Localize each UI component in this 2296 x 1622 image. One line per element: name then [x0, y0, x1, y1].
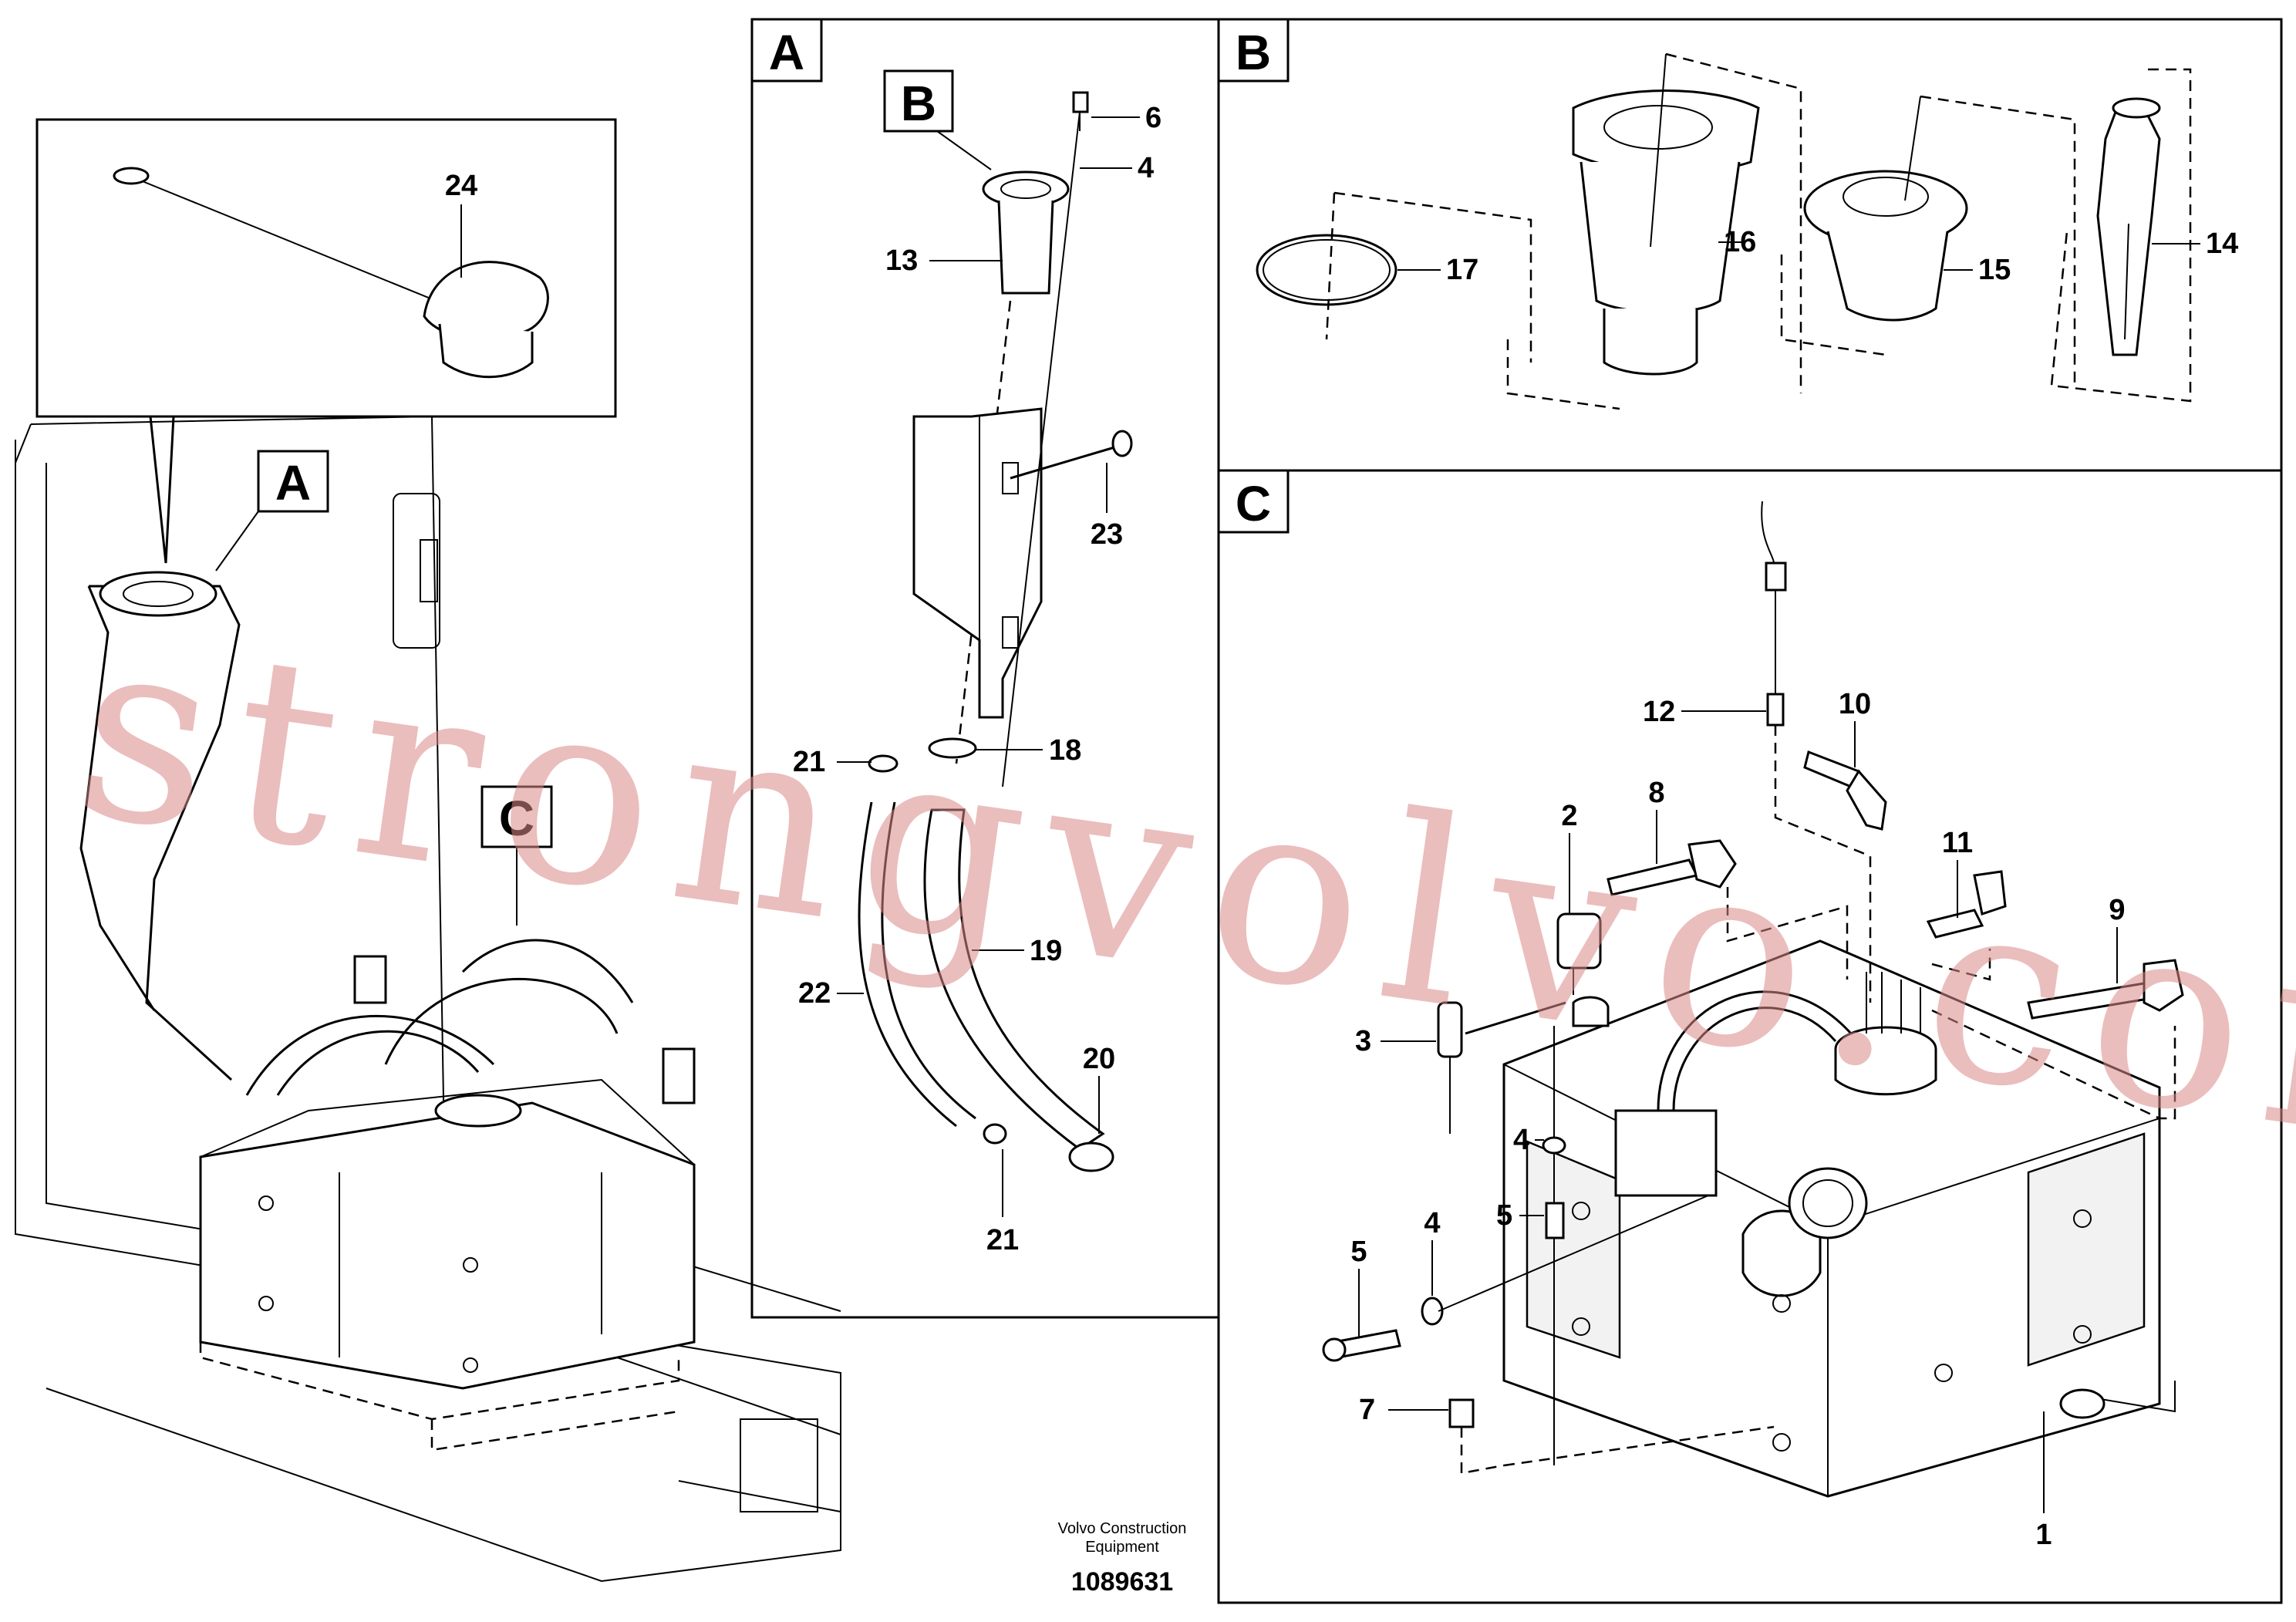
- panel-a: A B 6 4 13 23: [750, 18, 1220, 1319]
- footer-company-line1: Volvo Construction: [1058, 1520, 1187, 1537]
- callout-8: 8: [1648, 777, 1664, 809]
- callout-17: 17: [1446, 254, 1478, 286]
- callout-7: 7: [1359, 1394, 1375, 1426]
- detail-a-tag-b-box: [883, 69, 954, 133]
- callout-22: 22: [798, 977, 831, 1010]
- callout-4-a: 4: [1138, 152, 1154, 184]
- callout-21-top: 21: [793, 746, 825, 778]
- panel-c: C: [1217, 469, 2283, 1604]
- panel-c-frame: [1217, 469, 2283, 1604]
- callout-18: 18: [1049, 734, 1081, 767]
- callout-13: 13: [885, 244, 918, 277]
- panel-b-tag: B: [1236, 25, 1271, 80]
- overview-view: A C 24: [15, 118, 841, 1583]
- callout-10: 10: [1839, 688, 1871, 720]
- callout-24: 24: [445, 170, 477, 202]
- detail-a-tag-b: B: [901, 76, 936, 131]
- panel-c-tag: C: [1236, 476, 1271, 531]
- callout-14: 14: [2206, 228, 2238, 260]
- callout-19: 19: [1030, 935, 1062, 967]
- callout-1: 1: [2035, 1519, 2052, 1551]
- callout-2: 2: [1561, 800, 1577, 832]
- callout-21-bottom: 21: [986, 1224, 1019, 1256]
- callout-4-c-lower: 4: [1424, 1207, 1440, 1239]
- overview-tag-c-box: [480, 785, 553, 848]
- callout-11: 11: [1942, 827, 1973, 859]
- overview-tag-a-box: [257, 450, 329, 513]
- callout-23: 23: [1091, 518, 1123, 551]
- footer: Volvo Construction Equipment 1089631: [1058, 1520, 1187, 1597]
- overview-tag-a: A: [275, 455, 311, 511]
- watermark: strongvolvo.com: [62, 577, 2296, 1214]
- callout-9: 9: [2109, 894, 2125, 926]
- panel-b: B 17 16 15 14: [1217, 18, 2283, 472]
- panel-a-tag: A: [769, 25, 804, 80]
- callout-3: 3: [1355, 1025, 1371, 1057]
- callout-15: 15: [1978, 254, 2011, 286]
- callout-4-c-upper: 4: [1513, 1124, 1529, 1156]
- callout-12: 12: [1643, 696, 1675, 728]
- inset-box: [35, 118, 617, 418]
- drawing-number: 1089631: [1071, 1567, 1173, 1597]
- callout-20: 20: [1083, 1043, 1115, 1075]
- callout-5-upper: 5: [1496, 1199, 1512, 1232]
- callout-5-lower: 5: [1350, 1236, 1367, 1268]
- overview-tag-c: C: [499, 791, 534, 846]
- callout-6: 6: [1145, 102, 1161, 134]
- footer-company-line2: Equipment: [1085, 1539, 1159, 1556]
